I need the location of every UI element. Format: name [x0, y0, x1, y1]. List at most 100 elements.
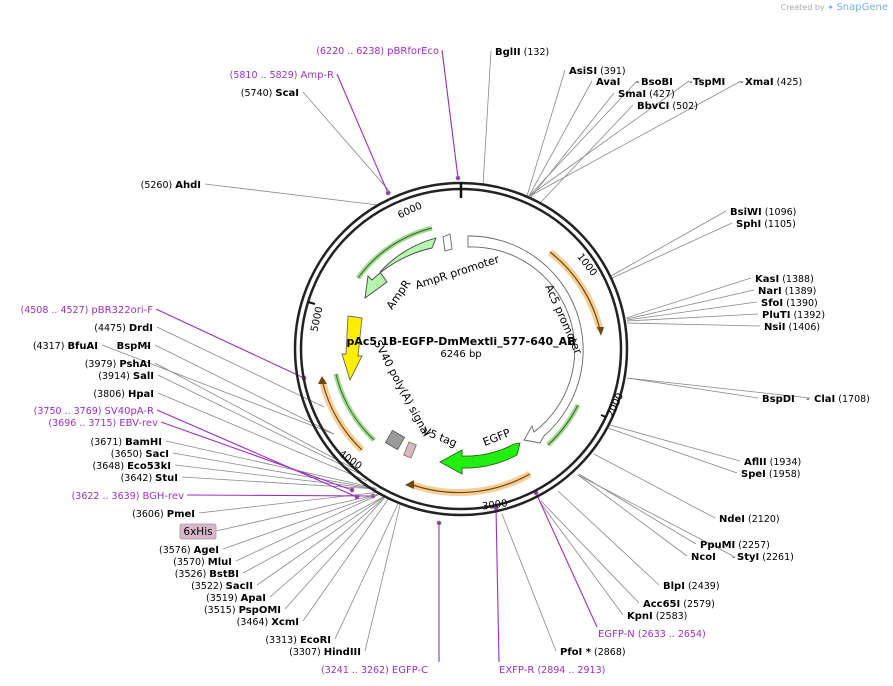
enzyme-position: (3522) [191, 581, 226, 592]
enzyme-position: (3979) [85, 359, 120, 370]
enzyme-site-bbvci: BbvCI (502) [637, 101, 698, 112]
enzyme-label: Acc65I (2579) [643, 599, 715, 610]
primer-range: (3622 .. 3639) [72, 491, 143, 502]
primer-egfp-n: EGFP-N (2633 .. 2654) [598, 629, 706, 640]
orf-arc-1-line [549, 251, 601, 331]
enzyme-leader-line [609, 424, 741, 462]
enzyme-name: BsiWI [730, 207, 762, 218]
enzyme-position: (4317) [33, 341, 68, 352]
enzyme-name: AvaI [596, 77, 620, 88]
enzyme-site-sfoi: SfoI (1390) [761, 298, 818, 309]
enzyme-position: (3464) [237, 617, 272, 628]
enzyme-site-xcmi: (3464) XcmI [237, 617, 299, 628]
enzyme-name: ClaI [814, 394, 835, 405]
primer-label: (3750 .. 3769) SV40pA-R [34, 406, 154, 417]
enzyme-site-pluti: PluTI (1392) [762, 310, 825, 321]
enzyme-position: (2261) [759, 552, 794, 563]
enzyme-position: (2868) [591, 647, 626, 658]
enzyme-name: SacII [226, 581, 253, 592]
enzyme-leader-line [540, 500, 640, 604]
enzyme-name: BfuAI [67, 341, 98, 352]
enzyme-name: AgeI [194, 545, 219, 556]
enzyme-leader-line [284, 495, 387, 610]
enzyme-leader-line [334, 503, 399, 640]
enzyme-label: (3806) HpaI [93, 389, 154, 400]
enzyme-leader-line [626, 377, 811, 399]
enzyme-name: MluI [208, 557, 232, 568]
enzyme-label: TspMI [693, 77, 725, 88]
enzyme-position: (2583) [653, 611, 688, 622]
tick-2000: 2000 [605, 391, 626, 419]
enzyme-leader-line [157, 392, 368, 482]
enzyme-site-sphi: SphI (1105) [736, 219, 796, 230]
primer-leader-line [160, 421, 353, 491]
enzyme-separator: - [806, 394, 810, 405]
enzyme-name: ScaI [275, 88, 299, 99]
enzyme-site-mlui: (3570) MluI [173, 557, 232, 568]
enzyme-position: (5260) [141, 180, 176, 191]
enzyme-name: BglII [495, 47, 521, 58]
orf-arc-2-arrow [405, 480, 414, 489]
watermark-created-by: Created by [780, 3, 825, 12]
enzyme-position: (132) [521, 47, 550, 58]
primer-range: (6220 .. 6238) [316, 46, 387, 57]
enzyme-label: AvaI [596, 77, 620, 88]
enzyme-leader-line [593, 453, 716, 519]
enzyme-leader-line [174, 464, 378, 490]
enzyme-name: PluTI [762, 310, 790, 321]
enzyme-label: (3570) MluI [173, 557, 232, 568]
enzyme-site-ahdi: (5260) AhdI [141, 180, 201, 191]
tick-6000: 6000 [396, 201, 424, 222]
enzyme-label: (3979) PshAI [85, 359, 151, 370]
enzyme-leader-line [204, 183, 379, 206]
tick-mark-5000 [307, 301, 316, 305]
enzyme-leader-line [269, 495, 387, 598]
enzyme-leader-line [256, 495, 386, 586]
primer-range: (3696 .. 3715) [48, 418, 119, 429]
primer-bgh-rev: (3622 .. 3639) BGH-rev [72, 491, 184, 502]
enzyme-label: SphI (1105) [736, 219, 796, 230]
enzyme-site-nsii: NsiI (1406) [764, 322, 820, 333]
primer-egfp-c: (3241 .. 3262) EGFP-C [321, 665, 428, 676]
ampr-label: AmpR [384, 277, 414, 312]
enzyme-name: BspMI [117, 341, 151, 352]
enzyme-site-bspmi: BspMI [117, 341, 151, 352]
enzyme-position: (3519) [206, 593, 241, 604]
enzyme-site-agei: (3576) AgeI [159, 545, 219, 556]
enzyme-label: (3648) Eco53kI [92, 461, 171, 472]
enzyme-site-saci: (3650) SacI [111, 449, 169, 460]
leader-lines [101, 49, 811, 663]
enzyme-name: NcoI [691, 552, 716, 563]
enzyme-position: (3307) [289, 647, 324, 658]
enzyme-position: (1708) [835, 394, 870, 405]
enzyme-position: (3515) [204, 605, 239, 616]
primer-label: (3241 .. 3262) EGFP-C [321, 665, 428, 676]
enzyme-label: BsiWI (1096) [730, 207, 796, 218]
primer-leader-line [336, 73, 389, 194]
green-arc-3 [355, 225, 433, 280]
enzyme-name: NarI [758, 286, 782, 297]
enzyme-label: BbvCI (502) [637, 101, 698, 112]
enzyme-site-sacii: (3522) SacII [191, 581, 253, 592]
egfp-feature [439, 442, 521, 475]
enzyme-site-bsobi: BsoBI [641, 77, 673, 88]
enzyme-leader-line [181, 476, 378, 490]
enzyme-leader-line [626, 289, 755, 320]
enzyme-site-kasi: KasI (1388) [755, 274, 814, 285]
enzyme-position: (1406) [785, 322, 820, 333]
enzyme-leader-line [526, 69, 566, 197]
enzyme-name: SalI [133, 371, 154, 382]
enzyme-leader-line [364, 504, 401, 652]
tick-1000: 1000 [574, 252, 598, 279]
enzyme-name: NdeI [719, 514, 745, 525]
enzyme-leader-line [482, 50, 492, 187]
enzyme-site-aflii: AflII (1934) [744, 457, 801, 468]
enzyme-position: (3576) [159, 545, 194, 556]
enzyme-leader-line [165, 440, 376, 489]
six-his-box-bg [179, 523, 217, 540]
enzyme-name: BbvCI [637, 101, 669, 112]
primer-range: (5810 .. 5829) [230, 70, 301, 81]
